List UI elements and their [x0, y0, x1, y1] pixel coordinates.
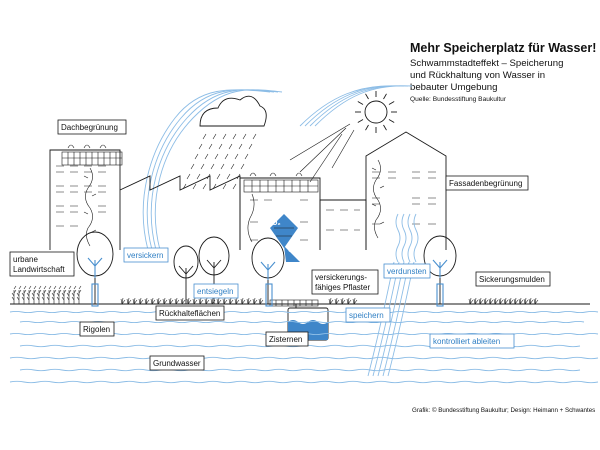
co2-label: CO₂ — [288, 247, 302, 254]
diagram-title: Mehr Speicherplatz für Wasser! — [410, 41, 596, 55]
rain-icon — [182, 133, 257, 190]
label-verdunsten: verdunsten — [383, 263, 431, 279]
field-crops — [11, 285, 82, 304]
o2-label: O₂ — [272, 220, 281, 227]
label-rigolen: Rigolen — [79, 321, 115, 337]
svg-text:entsiegeln: entsiegeln — [197, 287, 233, 296]
evaporation-mist — [395, 213, 419, 263]
svg-text:urbane: urbane — [13, 255, 38, 264]
svg-text:fähiges Pflaster: fähiges Pflaster — [315, 283, 370, 292]
label-speichern: speichern — [345, 307, 391, 323]
grass-tufts — [120, 297, 539, 305]
svg-text:kontrolliert ableiten: kontrolliert ableiten — [433, 337, 500, 346]
label-fassadenbegruenung: Fassadenbegrünung — [445, 175, 529, 191]
building-low — [319, 199, 367, 250]
label-versickerungsfaehiges-pflaster: versickerungs-fähiges Pflaster — [311, 269, 379, 295]
label-sickerungsmulden: Sickerungsmulden — [475, 271, 551, 287]
svg-text:verdunsten: verdunsten — [387, 267, 427, 276]
sun-icon — [289, 91, 397, 183]
tree-icon — [76, 231, 114, 304]
svg-text:Grundwasser: Grundwasser — [153, 359, 201, 368]
svg-text:Zisternen: Zisternen — [269, 335, 302, 344]
facade-vine-left — [83, 167, 97, 247]
factory-roof — [119, 175, 241, 250]
evaporation-wave-stream — [142, 85, 413, 251]
svg-text:Fassadenbegrünung: Fassadenbegrünung — [449, 179, 522, 188]
green-roof-left — [61, 144, 123, 166]
svg-text:Rigolen: Rigolen — [83, 325, 110, 334]
building-left — [49, 149, 121, 250]
label-kontrolliert-ableiten: kontrolliert ableiten — [429, 333, 515, 349]
co2-storage-box: O₂ CO₂ — [270, 214, 302, 262]
diagram-subtitle-line-3: bebauter Umgebung — [410, 82, 497, 93]
label-dachbegruenung: Dachbegrünung — [57, 119, 127, 135]
facade-vine-right — [371, 159, 385, 239]
diagram-subtitle-line-2: und Rückhaltung von Wasser in — [410, 70, 545, 81]
tree-icon — [251, 237, 285, 304]
svg-text:Sickerungsmulden: Sickerungsmulden — [479, 275, 545, 284]
svg-text:versickerungs-: versickerungs- — [315, 273, 367, 282]
svg-text:speichern: speichern — [349, 311, 384, 320]
permeable-pavement — [269, 299, 319, 307]
label-grundwasser: Grundwasser — [149, 355, 205, 371]
label-entsiegeln: entsiegeln — [193, 283, 239, 299]
cloud-icon — [199, 95, 267, 127]
tree-icon — [173, 245, 199, 304]
tree-icon — [423, 235, 457, 304]
svg-text:Landwirtschaft: Landwirtschaft — [13, 265, 65, 274]
tree-icon — [198, 236, 230, 304]
building-right — [365, 131, 447, 250]
infiltration-trench — [91, 283, 444, 307]
label-versickern: versickern — [123, 247, 169, 263]
diagram-subtitle-line-1: Schwammstadteffekt – Speicherung — [410, 58, 563, 69]
svg-text:Rückhalteflächen: Rückhalteflächen — [159, 309, 220, 318]
svg-text:Dachbegrünung: Dachbegrünung — [61, 123, 118, 132]
label-zisternen: Zisternen — [265, 331, 309, 347]
svg-text:versickern: versickern — [127, 251, 163, 260]
label-rueckhalteflaechen: Rückhalteflächen — [155, 305, 225, 321]
graphic-credits: Grafik: © Bundesstiftung Baukultur; Desi… — [412, 407, 595, 414]
diagram-source: Quelle: Bundesstiftung Baukultur — [410, 96, 507, 103]
trees — [76, 231, 457, 304]
